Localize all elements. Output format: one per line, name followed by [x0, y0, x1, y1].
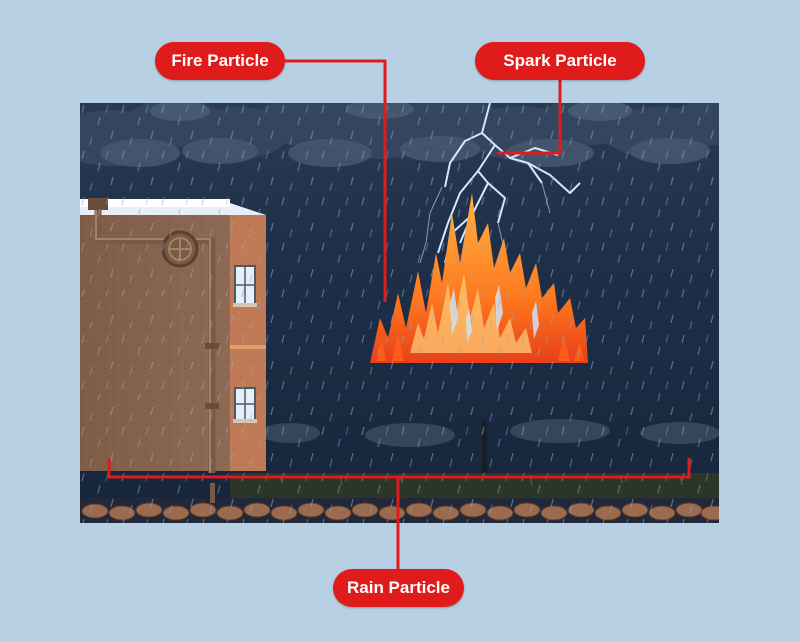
fire-callout-line — [285, 59, 387, 302]
rain-particles — [80, 103, 719, 523]
rain-callout-bracket — [107, 458, 691, 479]
game-scene — [80, 103, 719, 523]
scene-illustration — [80, 103, 719, 523]
spark-particle-label: Spark Particle — [475, 42, 645, 80]
rain-particle-label: Rain Particle — [333, 569, 464, 607]
fire-particle-label: Fire Particle — [155, 42, 285, 80]
spark-callout-line — [497, 80, 562, 155]
